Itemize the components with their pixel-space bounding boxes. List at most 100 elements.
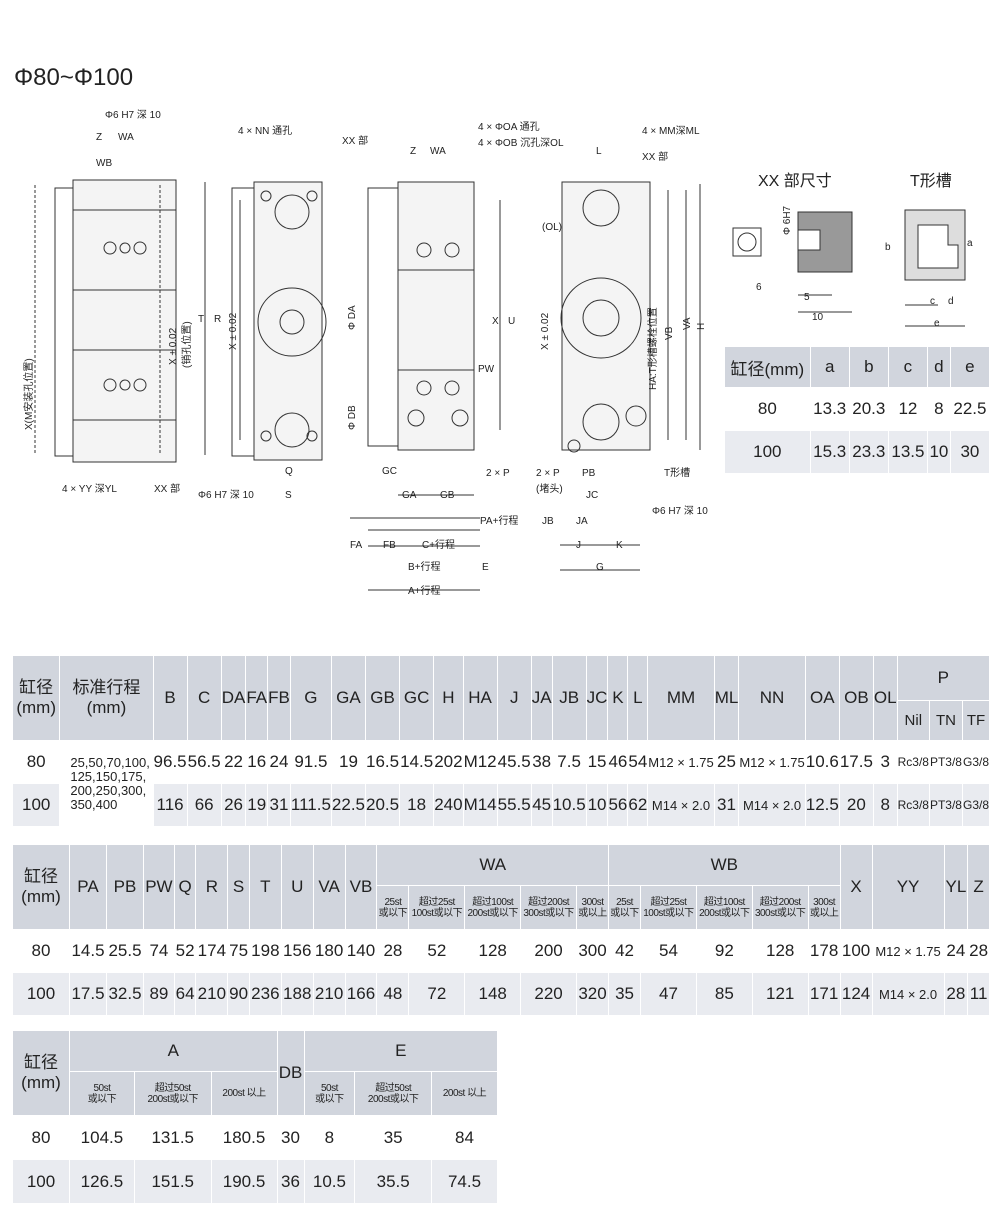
v4-h-label: H bbox=[696, 323, 707, 330]
table-cell: 20 bbox=[838, 783, 874, 827]
table-cell: G3/8 bbox=[961, 740, 991, 784]
table-cell: 55.5 bbox=[496, 783, 532, 827]
table-cell: 22.5 bbox=[330, 783, 367, 827]
table-cell: 22 bbox=[220, 740, 247, 784]
v1-x-tol2-label: (销孔位置) bbox=[180, 321, 193, 368]
view3-top-view bbox=[350, 181, 501, 591]
table-cell: 45 bbox=[530, 783, 553, 827]
col-header: U bbox=[280, 844, 314, 930]
v3-ga-label: GA bbox=[402, 490, 417, 501]
table-cell: 198 bbox=[248, 929, 282, 973]
v1-xx-label: XX 部 bbox=[154, 482, 180, 495]
table-cell: 300 bbox=[575, 929, 610, 973]
bore-cell: 80 bbox=[11, 740, 61, 784]
dimension-table-3: 缸径 (mm) A DB E 50st 或以下 超过50st 200st或以下 … bbox=[12, 1030, 499, 1204]
v2-q-label: Q bbox=[285, 466, 293, 477]
table-cell: 64 bbox=[173, 972, 197, 1016]
view4-end-view bbox=[560, 181, 701, 571]
table-cell: Rc3/8 bbox=[896, 740, 930, 784]
table-cell: 31 bbox=[713, 783, 740, 827]
v3-pa-label: PA+行程 bbox=[480, 514, 518, 527]
table-cell: 28 bbox=[943, 972, 969, 1016]
sub-header: 50st 或以下 bbox=[69, 1071, 135, 1116]
table-cell: 171 bbox=[807, 972, 841, 1016]
col-header: YL bbox=[943, 844, 969, 930]
col-header: H bbox=[433, 655, 464, 741]
sub-header: 300st 或以上 bbox=[575, 885, 610, 930]
col-header: HA bbox=[462, 655, 498, 741]
col-header: G bbox=[289, 655, 332, 741]
table-cell: 240 bbox=[433, 783, 464, 827]
v2-phi6-label: Φ6 H7 深 10 bbox=[198, 489, 254, 501]
v3-ob-label: 4 × ΦOB 沉孔深OL bbox=[478, 136, 564, 149]
xx-detail-drawing bbox=[732, 211, 853, 313]
table-cell: 28 bbox=[967, 929, 990, 973]
table-cell: 85 bbox=[695, 972, 753, 1016]
sub-header: 超过50st 200st或以下 bbox=[354, 1071, 432, 1116]
v4-jb-label: JB bbox=[542, 516, 554, 527]
col-header: FA bbox=[245, 655, 269, 741]
v3-db-label: Φ DB bbox=[347, 405, 358, 430]
col-header: NN bbox=[738, 655, 806, 741]
col-header: T bbox=[248, 844, 282, 930]
v3-e-label: E bbox=[482, 562, 489, 573]
table-cell: 46 bbox=[607, 740, 629, 784]
col-header: PB bbox=[106, 844, 144, 930]
table-cell: M14 × 2.0 bbox=[871, 972, 945, 1016]
col-header: J bbox=[496, 655, 532, 741]
col-header: JC bbox=[585, 655, 609, 741]
v1-x-tol-label: X ± 0.02 bbox=[168, 327, 179, 365]
v3-wa-label: WA bbox=[430, 146, 446, 157]
table-cell: 89 bbox=[143, 972, 175, 1016]
sub-header: 超过50st 200st或以下 bbox=[133, 1071, 212, 1116]
v1-x-side-label: X(M安装孔位置) bbox=[22, 358, 35, 430]
t-slot-d-label: d bbox=[948, 296, 954, 307]
table-cell: 10.6 bbox=[804, 740, 840, 784]
table-cell: 54 bbox=[640, 929, 697, 973]
col-header: MM bbox=[647, 655, 715, 741]
xx-d6-label: 6 bbox=[756, 282, 762, 293]
table-cell: M12 × 1.75 bbox=[738, 740, 806, 784]
e-header: E bbox=[303, 1030, 499, 1072]
table-row: 80 13.3 20.3 12 8 22.5 bbox=[724, 387, 991, 431]
table-row: 100 15.3 23.3 13.5 10 30 bbox=[724, 430, 991, 474]
col-header: C bbox=[186, 655, 222, 741]
table-cell: 18 bbox=[399, 783, 435, 827]
table-cell: 148 bbox=[464, 972, 522, 1016]
table-cell: M12 × 1.75 bbox=[647, 740, 715, 784]
v4-pb-label: PB bbox=[582, 468, 596, 479]
col-header: YY bbox=[871, 844, 945, 930]
table-cell: 19 bbox=[245, 783, 269, 827]
v4-ja-label: JA bbox=[576, 516, 588, 527]
col-header: GA bbox=[330, 655, 367, 741]
sub-header: TF bbox=[961, 700, 991, 741]
table-cell: 75 bbox=[227, 929, 250, 973]
table-cell: 47 bbox=[640, 972, 697, 1016]
table-cell: 14.5 bbox=[399, 740, 435, 784]
db-header: DB bbox=[276, 1030, 305, 1116]
table-cell: 52 bbox=[408, 929, 466, 973]
table-cell: 166 bbox=[344, 972, 378, 1016]
bore-cell: 100 bbox=[11, 783, 61, 827]
bore-cell: 80 bbox=[12, 929, 70, 973]
v3-gc-label: GC bbox=[382, 466, 397, 477]
v2-r-label: R bbox=[214, 314, 221, 325]
col-header: b bbox=[848, 346, 889, 388]
v4-ol-label: (OL) bbox=[542, 222, 562, 233]
v1-wa-label: WA bbox=[118, 132, 134, 143]
col-header: PA bbox=[69, 844, 107, 930]
table-cell: 66 bbox=[186, 783, 222, 827]
table-cell: 128 bbox=[464, 929, 522, 973]
col-header: JA bbox=[530, 655, 553, 741]
table-cell: 11 bbox=[967, 972, 990, 1016]
table-cell: Rc3/8 bbox=[896, 783, 930, 827]
col-header: FB bbox=[267, 655, 291, 741]
col-header: d bbox=[926, 346, 951, 388]
col-header: a bbox=[809, 346, 850, 388]
table-cell: 48 bbox=[376, 972, 410, 1016]
v4-ha-label: HA:T形槽螺栓位置 bbox=[646, 307, 659, 390]
table-cell: 38 bbox=[530, 740, 553, 784]
table-cell: 174 bbox=[195, 929, 229, 973]
v4-p-label: 2 × P bbox=[536, 468, 560, 479]
